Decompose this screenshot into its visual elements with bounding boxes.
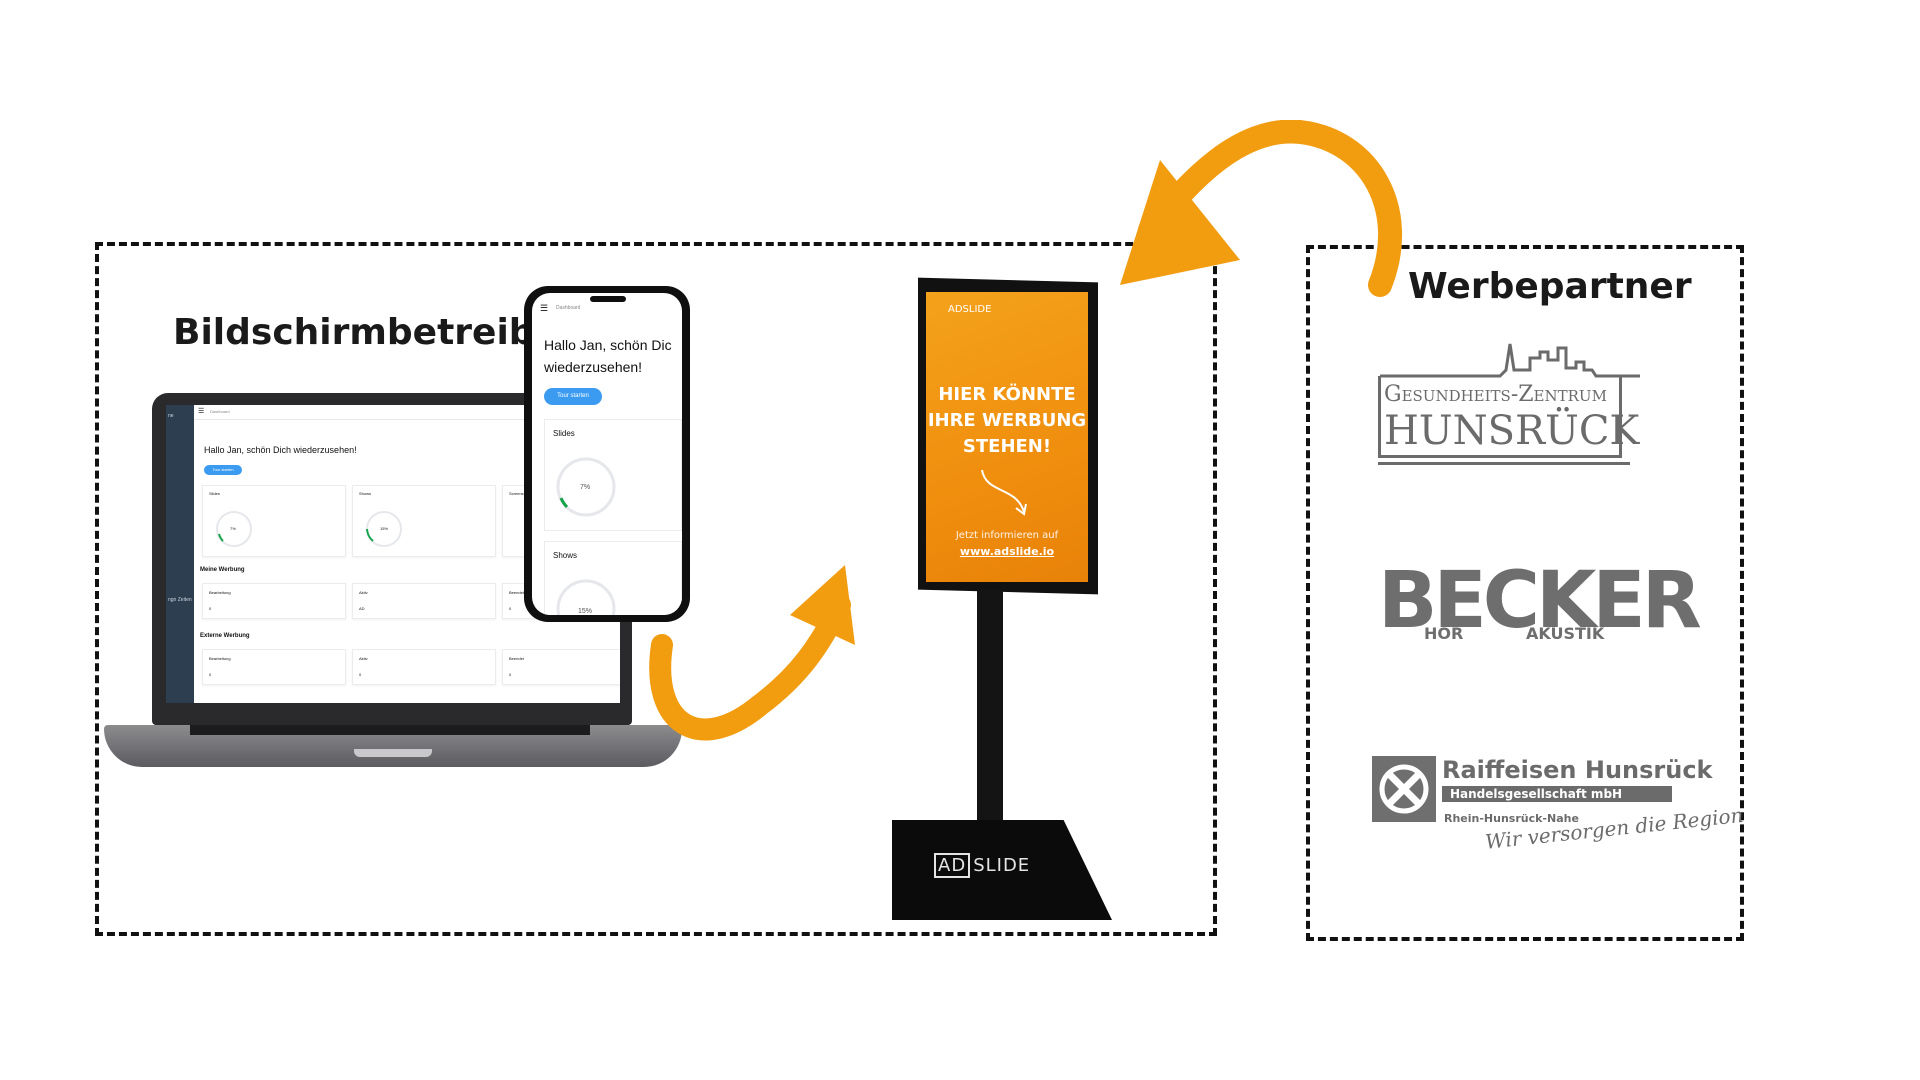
rf-sub-bar (1442, 786, 1672, 802)
col-value: AD (359, 606, 365, 611)
gz-top-text: Gesundheits-Zentrum (1384, 382, 1607, 407)
phone-card-slides: Slides 7% (544, 419, 682, 531)
laptop-sidebar: ne ngn Zeiten (166, 405, 194, 703)
card-value: 15% (578, 608, 593, 615)
stand-pole (977, 590, 1003, 840)
laptop-notch (354, 749, 432, 757)
card-value: 15% (380, 526, 389, 531)
card-label: Slides (553, 429, 575, 438)
raiffeisen-emblem (1372, 756, 1436, 822)
laptop-greeting: Hallo Jan, schön Dich wiederzusehen! (204, 445, 357, 455)
heading-werbepartner: Werbepartner (1408, 266, 1692, 307)
arrow-partners-to-stand (1120, 120, 1402, 297)
section-own-ads: Meine Werbung (200, 567, 245, 573)
own-col-2: Aktiv AD (352, 583, 496, 619)
gauge-slides (216, 511, 252, 547)
sign-line-1: HIER KÖNNTE (938, 384, 1076, 405)
gauge-shows (366, 511, 402, 547)
phone-greeting-line2: wiederzusehen! (544, 359, 643, 375)
phone-screen: ☰ Dashboard Hallo Jan, schön Dic wiederz… (532, 293, 682, 615)
col-value: 0 (209, 606, 212, 611)
card-label: Screens (509, 491, 524, 496)
col-label: Aktiv (359, 590, 368, 595)
section-external-ads: Externe Werbung (200, 633, 250, 639)
sidebar-item[interactable]: ngn Zeiten (168, 597, 192, 603)
rf-sub: Handelsgesellschaft mbH (1450, 787, 1623, 801)
own-col-1: Bearbeitung 0 (202, 583, 346, 619)
phone-gauge-slides (556, 457, 616, 517)
phone-gauge-shows (556, 579, 616, 615)
ext-col-3: Beendet 0 (502, 649, 620, 685)
phone-tour-button[interactable]: Tour starten (544, 388, 602, 405)
becker-hoer: HÖR (1424, 624, 1464, 643)
card-value: 7% (230, 526, 236, 531)
base-logo-ad: AD (934, 853, 971, 878)
base-logo-slide: SLIDE (973, 855, 1031, 876)
laptop-keyboard (190, 725, 590, 735)
sign-screen: ADSLIDE HIER KÖNNTE IHRE WERBUNG STEHEN!… (926, 292, 1088, 582)
sign-line-2: IHRE WERBUNG (927, 410, 1087, 431)
sidebar-item[interactable]: ne (168, 413, 174, 419)
gz-underline (1378, 462, 1630, 465)
rf-region: Rhein-Hunsrück-Nahe (1444, 812, 1579, 825)
card-shows: Shows 15% (352, 485, 496, 557)
phone-topbar-title: Dashboard (556, 305, 581, 311)
col-label: Beendet (509, 656, 524, 661)
sign-line-3: STEHEN! (962, 436, 1052, 457)
menu-icon[interactable]: ☰ (540, 303, 549, 313)
gz-bottom-text: HUNSRÜCK (1384, 408, 1640, 454)
col-value: 0 (209, 672, 212, 677)
arrow-operator-to-stand (649, 565, 855, 741)
sign-url[interactable]: www.adslide.io (959, 545, 1055, 558)
crossed-tools-icon (1379, 764, 1429, 814)
tour-button[interactable]: Tour starten (204, 465, 242, 475)
col-label: Bearbeitung (209, 590, 231, 595)
card-label: Shows (553, 551, 578, 560)
col-value: 0 (509, 672, 512, 677)
rf-title: Raiffeisen Hunsrück (1442, 756, 1713, 784)
col-value: 0 (509, 606, 512, 611)
menu-icon[interactable]: ☰ (198, 408, 205, 415)
ext-col-1: Bearbeitung 0 (202, 649, 346, 685)
sign-cta: Jetzt informieren auf (955, 530, 1059, 541)
card-label: Slides (209, 491, 220, 496)
sign-logo: ADSLIDE (948, 304, 992, 315)
becker-wordmark: BECKER (1378, 556, 1702, 646)
laptop-topbar: ☰ Dashboard (194, 405, 620, 420)
topbar-title: Dashboard (210, 409, 230, 414)
operator-box (95, 242, 1217, 936)
gz-frame (1378, 376, 1622, 458)
card-slides: Slides 7% (202, 485, 346, 557)
heading-bildschirmbetreiber: Bildschirmbetreiber (173, 312, 577, 353)
ext-col-2: Aktiv 0 (352, 649, 496, 685)
partner-box (1306, 245, 1744, 941)
sign-squiggle-arrow (981, 469, 1027, 516)
becker-akustik: AKUSTIK (1526, 624, 1605, 643)
card-value: 7% (580, 484, 591, 491)
phone-card-shows: Shows 15% (544, 541, 682, 615)
phone-notch (590, 296, 626, 302)
col-label: Bearbeitung (209, 656, 231, 661)
card-label: Shows (359, 491, 372, 496)
phone-greeting-line1: Hallo Jan, schön Dic (544, 337, 672, 353)
col-label: Beendet (509, 590, 524, 595)
skyline-icon (1380, 343, 1640, 378)
col-value: 0 (359, 672, 362, 677)
col-label: Aktiv (359, 656, 368, 661)
